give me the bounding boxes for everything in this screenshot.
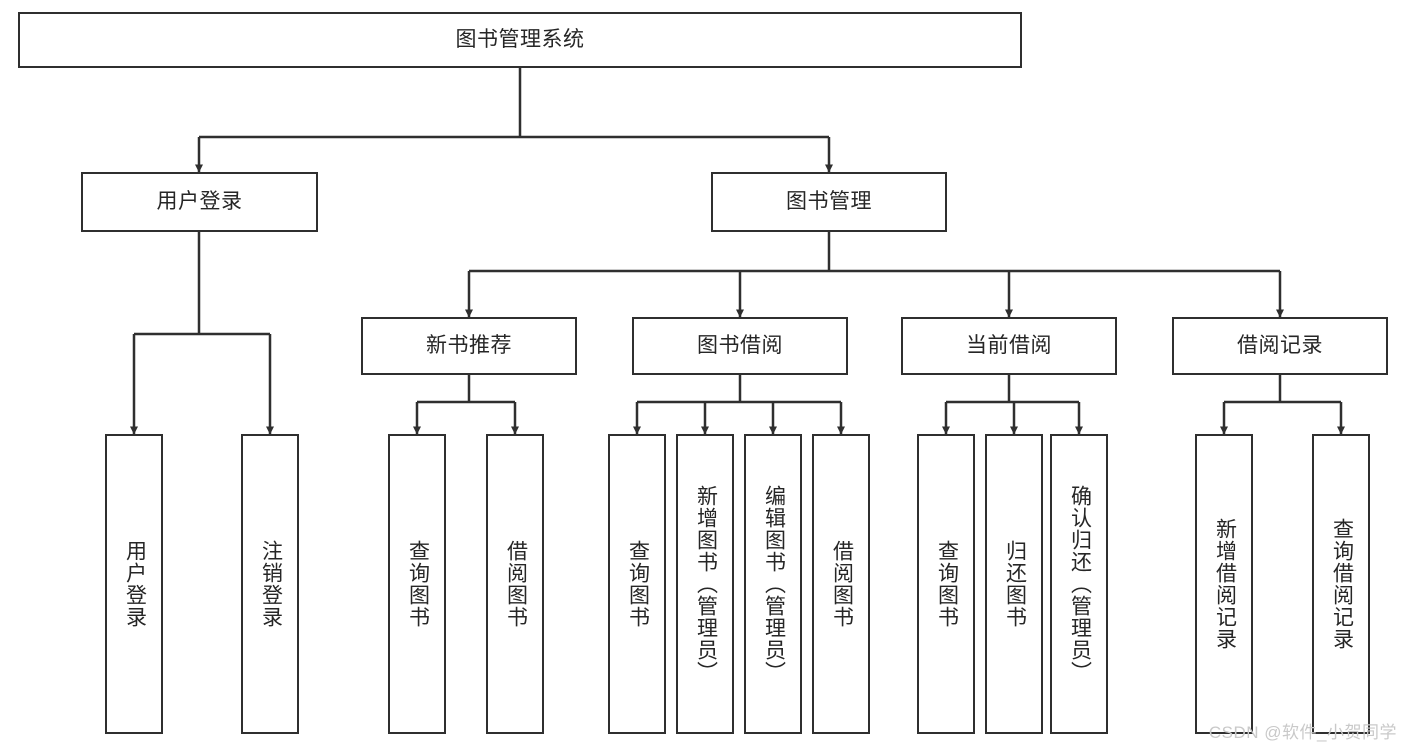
- node-leaf-confirm-return[interactable]: 确认归还（管理员）: [1050, 434, 1108, 734]
- node-leaf-borrow-book-rec[interactable]: 借阅图书: [486, 434, 544, 734]
- node-book-manage[interactable]: 图书管理: [711, 172, 947, 232]
- node-current-borrow[interactable]: 当前借阅: [901, 317, 1117, 375]
- node-label: 编辑图书（管理员）: [762, 485, 786, 683]
- node-label: 注销登录: [259, 540, 283, 628]
- node-label: 查询图书: [406, 540, 430, 628]
- node-leaf-user-login[interactable]: 用户登录: [105, 434, 163, 734]
- node-label: 查询借阅记录: [1330, 518, 1354, 650]
- node-label: 图书借阅: [697, 334, 783, 358]
- node-label: 借阅记录: [1237, 334, 1323, 358]
- csdn-watermark: CSDN @软件_小贺同学: [1208, 723, 1397, 742]
- node-leaf-query-book-rec[interactable]: 查询图书: [388, 434, 446, 734]
- node-label: 查询图书: [626, 540, 650, 628]
- node-label: 图书管理: [786, 190, 872, 214]
- node-book-borrow[interactable]: 图书借阅: [632, 317, 848, 375]
- node-label: 新增图书（管理员）: [694, 485, 718, 683]
- node-label: 用户登录: [123, 540, 147, 628]
- node-user-login[interactable]: 用户登录: [81, 172, 318, 232]
- node-leaf-query-book[interactable]: 查询图书: [608, 434, 666, 734]
- node-new-book-rec[interactable]: 新书推荐: [361, 317, 577, 375]
- node-label: 确认归还（管理员）: [1068, 485, 1092, 683]
- node-leaf-add-record[interactable]: 新增借阅记录: [1195, 434, 1253, 734]
- node-label: 借阅图书: [830, 540, 854, 628]
- node-label: 新增借阅记录: [1213, 518, 1237, 650]
- node-leaf-logout[interactable]: 注销登录: [241, 434, 299, 734]
- node-label: 查询图书: [935, 540, 959, 628]
- node-label: 图书管理系统: [455, 28, 585, 52]
- node-leaf-return-book[interactable]: 归还图书: [985, 434, 1043, 734]
- node-leaf-borrow-book[interactable]: 借阅图书: [812, 434, 870, 734]
- node-label: 当前借阅: [966, 334, 1052, 358]
- node-leaf-add-book[interactable]: 新增图书（管理员）: [676, 434, 734, 734]
- node-label: 用户登录: [156, 190, 243, 214]
- node-leaf-edit-book[interactable]: 编辑图书（管理员）: [744, 434, 802, 734]
- node-borrow-record[interactable]: 借阅记录: [1172, 317, 1388, 375]
- node-label: 归还图书: [1003, 540, 1027, 628]
- node-label: 借阅图书: [504, 540, 528, 628]
- node-leaf-query-record[interactable]: 查询借阅记录: [1312, 434, 1370, 734]
- node-label: 新书推荐: [426, 334, 512, 358]
- node-root[interactable]: 图书管理系统: [18, 12, 1022, 68]
- node-leaf-query-current[interactable]: 查询图书: [917, 434, 975, 734]
